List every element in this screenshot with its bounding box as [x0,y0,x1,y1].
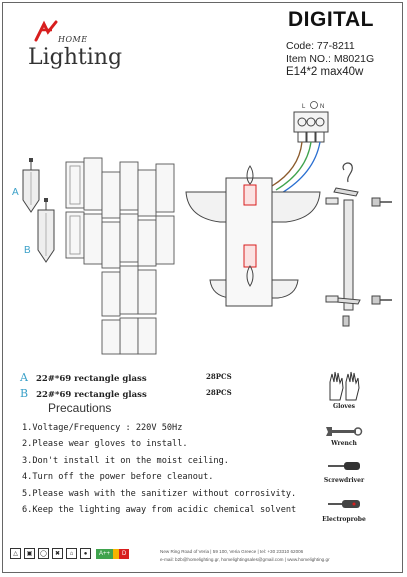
hook-icon [342,162,353,183]
home-lighting-logo: HOME Lighting [22,18,122,76]
precaution-item: 1.Voltage/Frequency : 220V 50Hz [22,423,183,433]
terminal-block-icon [293,101,329,143]
safety-mark-icon: ▣ [24,548,35,559]
glass-letter: A [20,371,28,384]
glass-desc: 22#*69 rectangle glass [35,374,147,384]
footer-email: e-mail: b2b@homelighting.gr, homelightin… [160,557,330,562]
screw-icon [371,197,392,207]
weee-bin-icon: ✖ [52,548,63,559]
indoor-use-icon: ⌂ [66,548,77,559]
screwdriver-icon [328,462,360,470]
wall-lamp-fixture [185,165,321,307]
wrench-label: Wrench [331,440,357,447]
product-code: Code: 77-8211 [286,40,355,52]
logo-home-text: HOME [58,35,88,44]
ce-mark-icon: ◯ [38,548,49,559]
energy-label: A++ D [96,548,130,559]
precaution-item: 3.Don't install it on the moist ceiling. [22,456,229,466]
terminal-l-label: L [302,104,306,110]
lamp-spec: E14*2 max40w [286,66,364,78]
glass-qty: 28PCS [206,388,232,397]
glass-panel-array [65,157,175,355]
blue-wire [279,141,321,195]
mounting-bracket-icon [333,187,361,327]
logo-mark-icon [34,20,58,42]
energy-class-best: A++ [96,548,114,559]
gloves-icon [329,371,360,401]
brown-wire [271,141,303,187]
screw-icon [371,295,392,305]
precaution-item: 4.Turn off the power before cleanout. [22,472,214,482]
precaution-item: 2.Please wear gloves to install. [22,439,188,449]
electroprobe-label: Electroprobe [322,516,366,523]
gloves-label: Gloves [332,403,356,410]
glass-qty: 28PCS [206,372,232,381]
certification-marks: △ ▣ ◯ ✖ ⌂ ● A++ D [10,548,130,559]
brand-title: DIGITAL [288,8,374,31]
terminal-n-label: N [320,104,324,110]
glass-piece-b-icon [37,198,55,263]
wrench-icon [326,427,363,436]
glass-row-a: A 22#*69 rectangle glass 28PCS [20,371,232,384]
item-number: Item NO.: M8021G [286,53,375,65]
precaution-item: 5.Please wash with the sanitizer without… [22,489,297,499]
piece-a-label: A [12,187,19,198]
logo-lighting-text: Lighting [28,45,123,70]
anchor-bolt-icon [325,197,339,303]
bulb-icon: ● [80,548,91,559]
piece-b-label: B [24,245,31,256]
instruction-sheet [2,2,403,573]
glass-piece-a-icon [22,158,40,213]
warning-triangle-icon: △ [10,548,21,559]
glass-desc: 22#*69 rectangle glass [36,390,147,400]
screwdriver-label: Screwdriver [323,477,365,484]
assembly-drawing: L N A B [12,101,392,355]
footer-address: New Ring Road of Veria | 59 100, Veria G… [160,549,304,554]
precautions-title: Precautions [48,401,112,415]
green-wire [275,141,312,191]
glass-row-b: B 22#*69 rectangle glass 28PCS [20,387,232,400]
energy-class-worst: D [119,548,130,559]
glass-letter: B [20,387,29,400]
precaution-item: 6.Keep the lighting away from acidic che… [22,505,297,515]
electroprobe-icon [328,500,360,508]
